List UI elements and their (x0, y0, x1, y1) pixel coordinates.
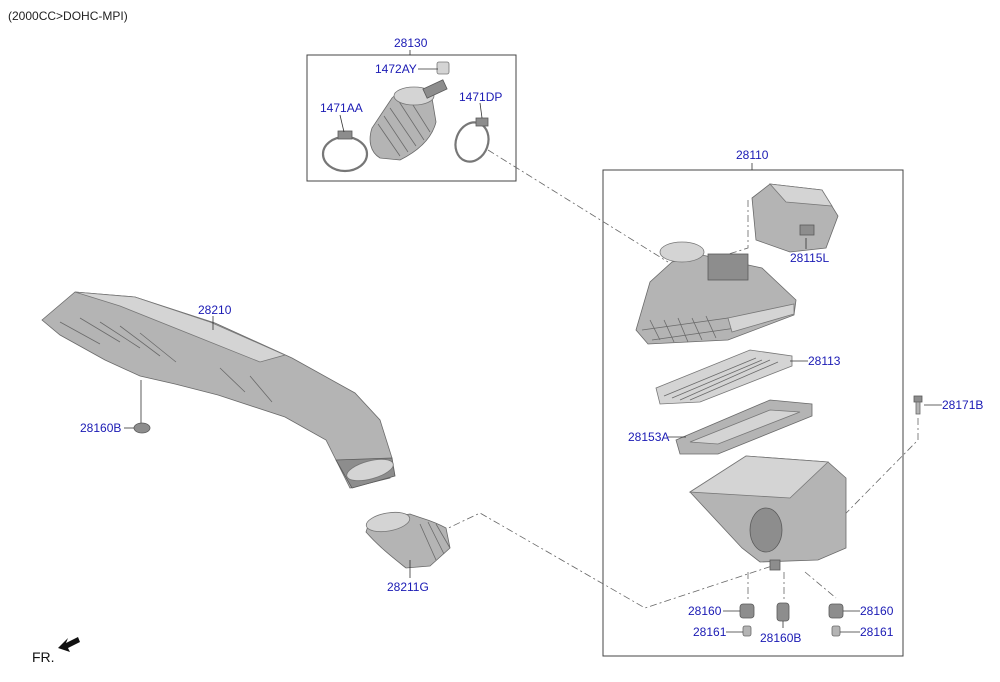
callout-1471AA[interactable]: 1471AA (320, 101, 363, 115)
link-bolt-to-housing (799, 418, 919, 561)
callout-28171B[interactable]: 28171B (942, 398, 983, 412)
group-box-28130 (306, 54, 517, 182)
clamp-1471AA-illustration (321, 130, 369, 173)
link-hose-to-cover (487, 149, 669, 263)
clamp-1471DP-illustration (454, 117, 490, 163)
callout-28160B-center[interactable]: 28160B (760, 631, 801, 645)
group-box-28110 (602, 169, 904, 657)
front-arrow-icon (58, 637, 80, 652)
mount-grommet-left-illustration (739, 603, 755, 637)
upper-cover-illustration (635, 241, 797, 345)
air-duct-illustration (41, 291, 396, 489)
callout-28115L[interactable]: 28115L (790, 251, 829, 265)
link-mounts (747, 571, 837, 600)
seal-frame-illustration (675, 399, 813, 455)
engine-variant-label: (2000CC>DOHC-MPI) (8, 9, 128, 23)
mount-grommet-right-illustration (828, 603, 844, 637)
callout-28160B[interactable]: 28160B (80, 421, 121, 435)
lower-housing-illustration (688, 455, 847, 571)
callout-28153A[interactable]: 28153A (628, 430, 669, 444)
callout-28161-right[interactable]: 28161 (860, 625, 894, 639)
front-direction-label: FR. (32, 649, 55, 665)
mount-grommet-center-illustration (776, 602, 790, 622)
leader-1471AA (339, 114, 345, 133)
callout-28161-left[interactable]: 28161 (693, 625, 727, 639)
bolt-28171B-illustration (913, 395, 923, 415)
callout-28160-right[interactable]: 28160 (860, 604, 894, 618)
callout-28160-left[interactable]: 28160 (688, 604, 722, 618)
leader-1471DP (479, 102, 483, 119)
callout-1471DP[interactable]: 1471DP (459, 90, 502, 104)
elbow-hose-illustration (365, 511, 451, 569)
callout-28210[interactable]: 28210 (198, 303, 232, 317)
intake-hose-illustration (369, 61, 450, 161)
callout-28211G[interactable]: 28211G (387, 580, 429, 594)
link-duct-to-housing (439, 512, 773, 609)
link-cover-fitting (715, 200, 749, 259)
resonator-illustration (751, 183, 839, 253)
callout-1472AY[interactable]: 1472AY (375, 62, 417, 76)
group-number-28130[interactable]: 28130 (394, 36, 428, 50)
callout-28113[interactable]: 28113 (808, 354, 841, 368)
filter-element-illustration (655, 349, 793, 405)
group-number-28110[interactable]: 28110 (736, 148, 769, 162)
grommet-28160B-illustration (133, 422, 151, 434)
